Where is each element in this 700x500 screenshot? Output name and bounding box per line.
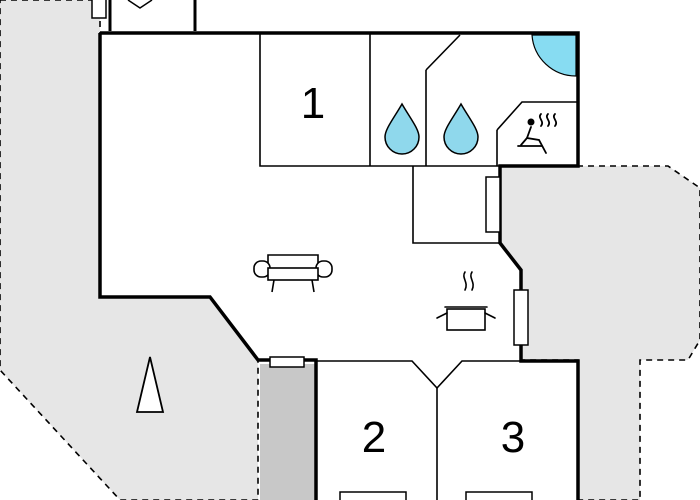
- window-icon: [269, 356, 305, 368]
- window-icon: [91, 0, 107, 19]
- window-icon: [513, 289, 529, 346]
- window-icon: [485, 176, 501, 233]
- window-icon: [339, 491, 407, 500]
- water-drop-icon: [384, 102, 420, 155]
- shower-tray-icon: [531, 34, 577, 77]
- terrace-left: [0, 0, 259, 500]
- room-2-label: 2: [362, 413, 386, 462]
- cooking-pot-icon: [436, 271, 496, 331]
- entrance-walkway: [260, 364, 316, 500]
- room-3-label: 3: [501, 413, 525, 462]
- sauna-icon: [517, 113, 558, 154]
- terrace-right: [499, 165, 700, 500]
- window-icon: [465, 491, 533, 500]
- annex-top: [91, 0, 197, 31]
- room-1-label: 1: [301, 79, 325, 128]
- north-arrow-icon: [135, 356, 165, 413]
- water-drop-icon: [443, 102, 479, 155]
- interior-walls: [259, 33, 578, 500]
- sofa-icon: [253, 254, 333, 293]
